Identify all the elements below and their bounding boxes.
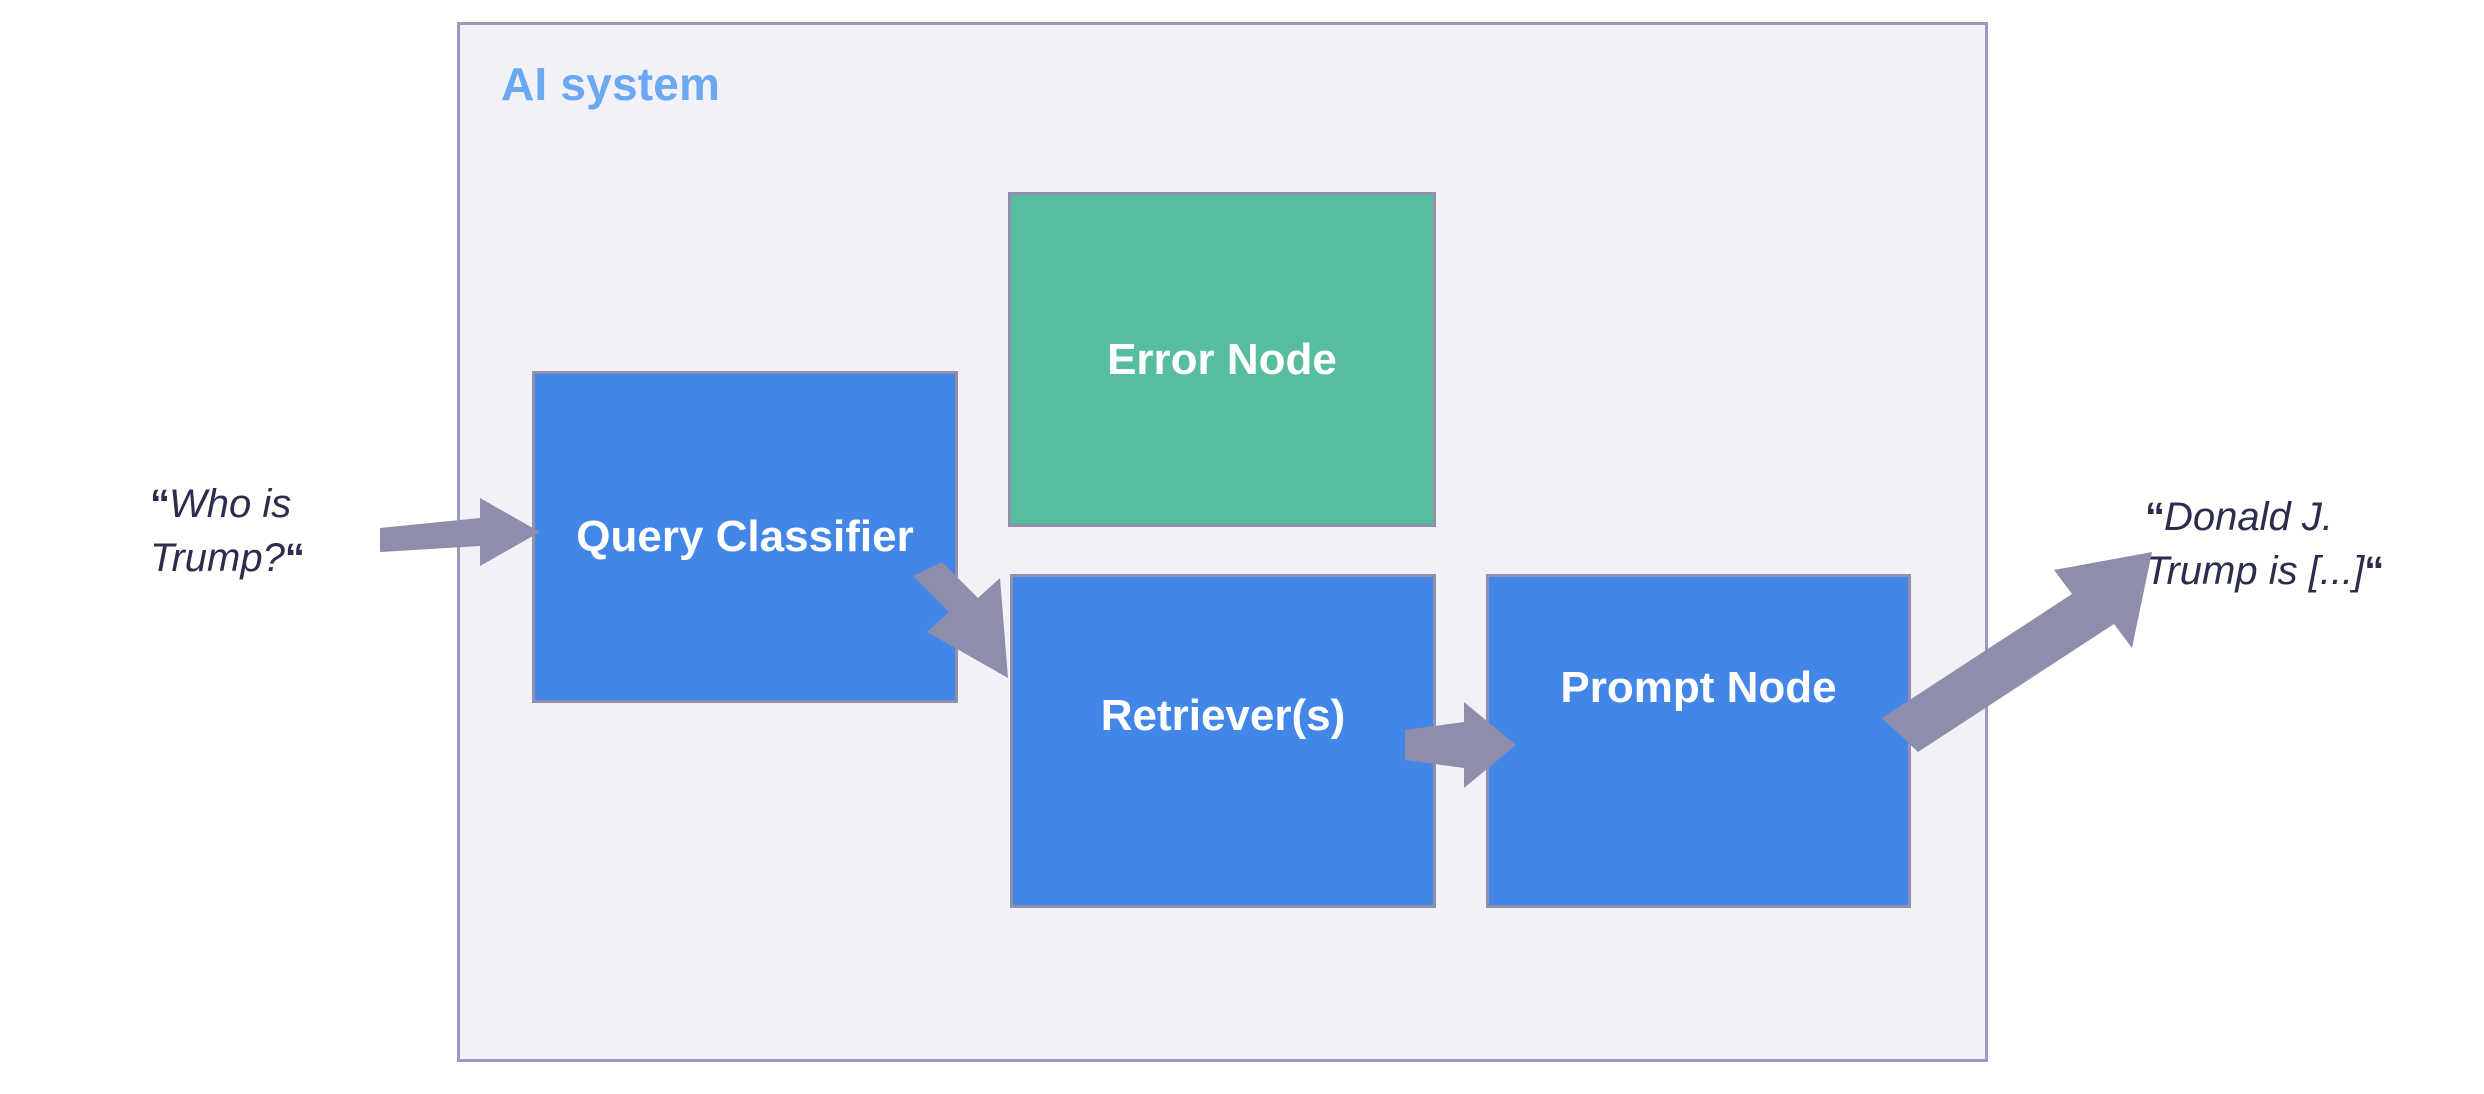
node-prompt-node-label: Prompt Node xyxy=(1560,663,1837,712)
output-answer-callout: “Donald J. Trump is [...]“ xyxy=(2145,490,2475,598)
input-query-text: Who is Trump? xyxy=(150,482,292,580)
input-query-callout: “Who is Trump?“ xyxy=(150,477,460,585)
node-retrievers[interactable]: Retriever(s) xyxy=(1010,574,1436,908)
open-quote-glyph: “ xyxy=(150,482,170,526)
node-prompt-node[interactable]: Prompt Node xyxy=(1486,574,1911,908)
node-retrievers-label: Retriever(s) xyxy=(1100,691,1346,740)
node-query-classifier-label: Query Classifier xyxy=(576,512,914,562)
output-answer-text: Donald J. Trump is [...] xyxy=(2145,495,2365,593)
close-quote-glyph: “ xyxy=(284,536,305,580)
open-quote-glyph: “ xyxy=(2145,495,2165,539)
node-error-node[interactable]: Error Node xyxy=(1008,192,1436,527)
close-quote-glyph: “ xyxy=(2364,549,2384,593)
node-error-node-label: Error Node xyxy=(1107,334,1337,384)
node-query-classifier[interactable]: Query Classifier xyxy=(532,371,958,703)
ai-system-title: AI system xyxy=(501,58,721,110)
